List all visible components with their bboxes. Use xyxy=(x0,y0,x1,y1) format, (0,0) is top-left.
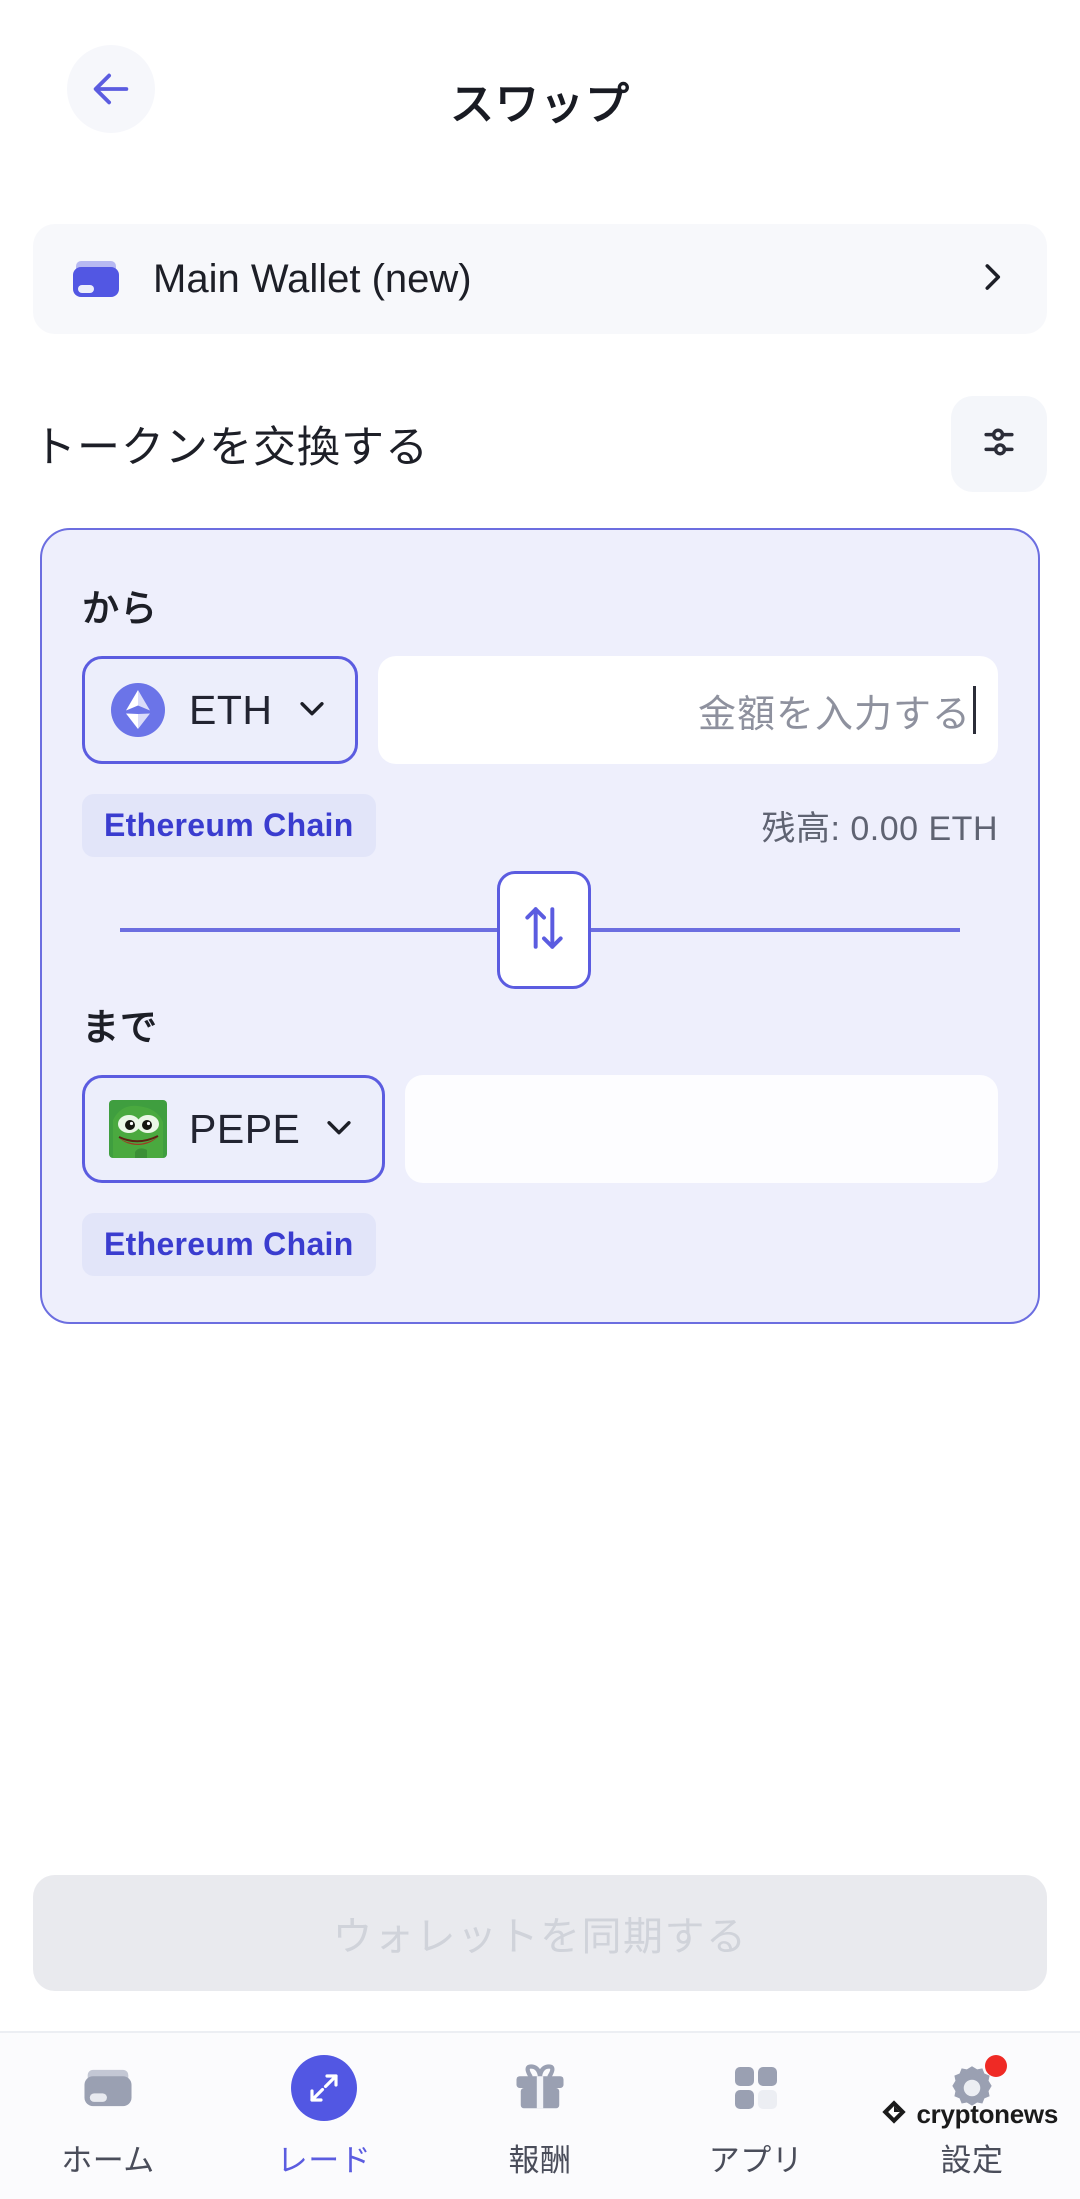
to-meta-row: Ethereum Chain xyxy=(82,1213,998,1276)
wallet-selector[interactable]: Main Wallet (new) xyxy=(33,224,1047,334)
section-title: トークンを交換する xyxy=(33,424,429,472)
back-button[interactable] xyxy=(67,45,155,133)
nav-label-trade: レード xyxy=(276,2143,372,2178)
wallet-icon xyxy=(75,2055,141,2121)
nav-item-trade[interactable]: レード xyxy=(216,2055,432,2180)
from-label: から xyxy=(82,588,158,629)
grid-apps-icon xyxy=(723,2055,789,2121)
swap-card: から ETH xyxy=(40,528,1040,1324)
from-meta-row: Ethereum Chain 残高: 0.00 ETH xyxy=(82,794,998,857)
swap-settings-button[interactable] xyxy=(951,396,1047,492)
ethereum-logo-icon xyxy=(109,681,167,739)
nav-label-apps: アプリ xyxy=(708,2143,804,2178)
nav-item-apps[interactable]: アプリ xyxy=(648,2055,864,2180)
to-row: PEPE xyxy=(82,1075,998,1183)
from-row: ETH 金額を入力する xyxy=(82,656,998,764)
swap-direction-button[interactable] xyxy=(497,871,591,989)
arrow-left-icon xyxy=(88,66,134,112)
sync-wallet-button[interactable]: ウォレットを同期する xyxy=(33,1875,1047,1991)
nav-item-rewards[interactable]: 報酬 xyxy=(432,2055,648,2180)
to-token-selector[interactable]: PEPE xyxy=(82,1075,386,1183)
to-token-symbol: PEPE xyxy=(189,1105,301,1152)
nav-label-home: ホーム xyxy=(61,2143,155,2178)
to-amount-output[interactable] xyxy=(405,1075,998,1183)
from-balance: 残高: 0.00 ETH xyxy=(761,810,998,848)
from-amount-placeholder: 金額を入力する xyxy=(697,693,971,736)
bottom-navigation: ホーム レード xyxy=(0,2031,1080,2199)
chevron-down-icon xyxy=(322,1110,356,1149)
header: スワップ xyxy=(0,0,1080,200)
wallet-icon xyxy=(67,250,125,308)
chevron-down-icon xyxy=(295,691,329,730)
sliders-settings-icon xyxy=(977,420,1021,469)
to-label: まで xyxy=(82,1007,158,1048)
chevron-right-icon xyxy=(973,258,1011,301)
sync-wallet-label: ウォレットを同期する xyxy=(332,1915,748,1959)
to-chain-badge: Ethereum Chain xyxy=(82,1213,376,1276)
nav-item-settings[interactable]: 設定 xyxy=(864,2055,1080,2180)
from-chain-badge: Ethereum Chain xyxy=(82,794,376,857)
pepe-logo-icon xyxy=(109,1100,167,1158)
nav-label-rewards: 報酬 xyxy=(508,2143,572,2178)
settings-notification-badge xyxy=(985,2055,1007,2077)
text-cursor xyxy=(973,686,976,734)
expand-arrows-icon xyxy=(291,2055,357,2121)
from-token-symbol: ETH xyxy=(189,686,273,733)
swap-direction-divider xyxy=(82,865,998,995)
nav-item-home[interactable]: ホーム xyxy=(0,2055,216,2180)
nav-label-settings: 設定 xyxy=(940,2143,1004,2178)
swap-vertical-arrows-icon xyxy=(519,900,569,961)
page-title: スワップ xyxy=(450,80,630,129)
wallet-name: Main Wallet (new) xyxy=(153,256,472,301)
gear-icon xyxy=(939,2055,1007,2121)
gift-icon xyxy=(507,2055,573,2121)
section-header: トークンを交換する xyxy=(33,394,1047,494)
from-token-selector[interactable]: ETH xyxy=(82,656,358,764)
from-amount-input[interactable]: 金額を入力する xyxy=(377,656,998,764)
